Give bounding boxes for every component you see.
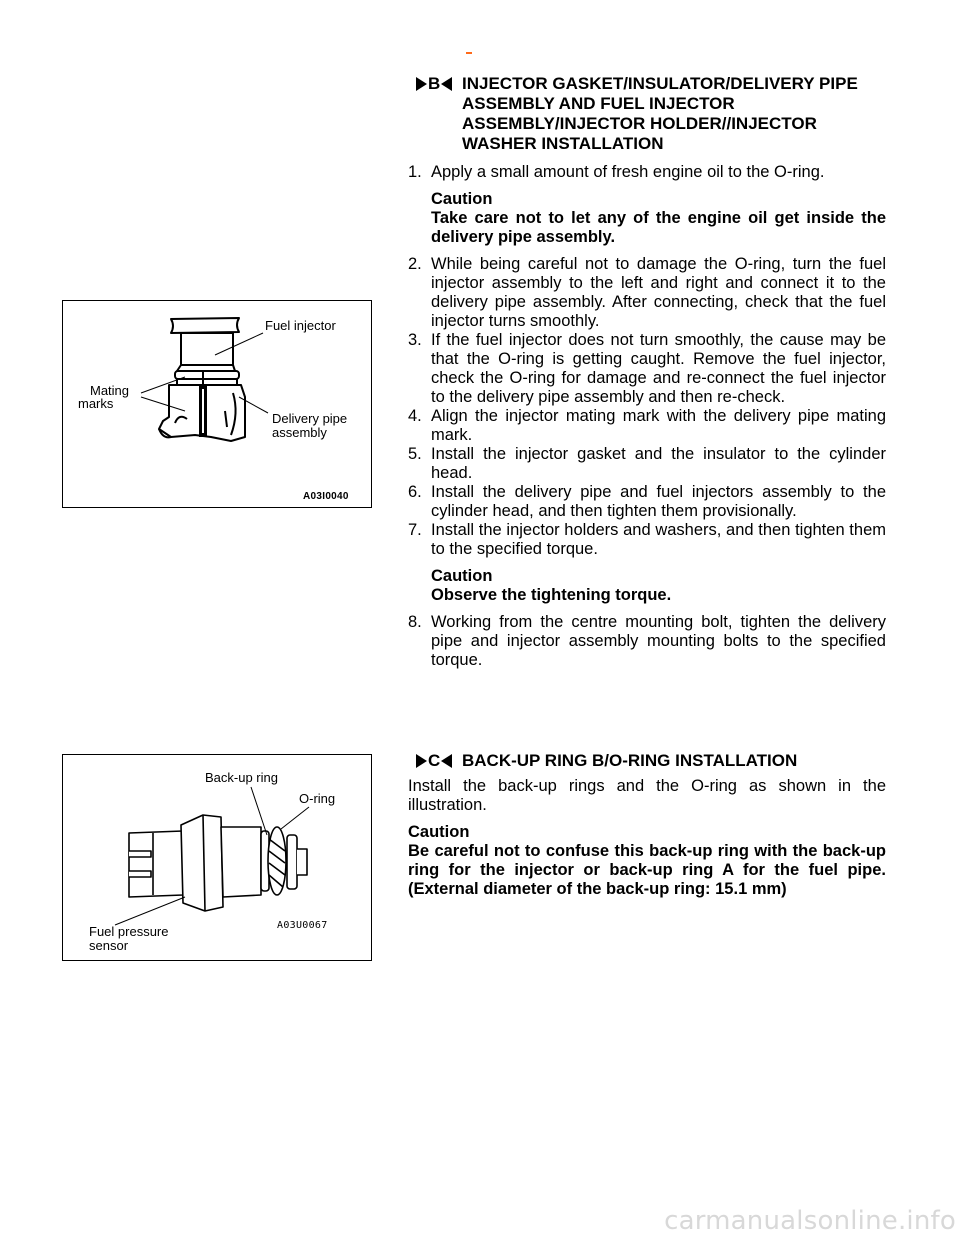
section-c-heading: C BACK-UP RING B/O-RING INSTALLATION — [408, 751, 886, 771]
step-number: 1. — [408, 163, 422, 181]
step-number: 2. — [408, 255, 422, 273]
section-c-letter: C — [428, 751, 441, 770]
step-number: 8. — [408, 613, 422, 631]
section-b-title-line: INJECTOR GASKET/INSULATOR/DELIVERY PIPE — [462, 74, 858, 93]
top-mark — [466, 52, 472, 54]
section-b-title-line: WASHER INSTALLATION — [462, 134, 664, 153]
section-c: C BACK-UP RING B/O-RING INSTALLATION Ins… — [408, 751, 886, 899]
step-text: Install the injector holders and washers… — [431, 521, 886, 558]
caution-3: Caution Be careful not to confuse this b… — [408, 823, 886, 899]
section-c-title: BACK-UP RING B/O-RING INSTALLATION — [462, 751, 798, 770]
section-b-title-line: ASSEMBLY AND FUEL INJECTOR — [462, 94, 735, 113]
triangle-right-icon — [416, 754, 427, 768]
label-fuel-pressure: Fuel pressure — [89, 924, 169, 939]
step-number: 6. — [408, 483, 422, 501]
figure-injector: Fuel injector Mating marks Delivery pipe… — [62, 300, 372, 508]
section-c-body: Install the back-up rings and the O-ring… — [408, 777, 886, 814]
figure-code: A03U0067 — [277, 920, 328, 931]
step-number: 3. — [408, 331, 422, 349]
section-b-tag: B — [416, 74, 453, 94]
section-b-title-line: ASSEMBLY/INJECTOR HOLDER//INJECTOR — [462, 114, 817, 133]
triangle-right-icon — [416, 77, 427, 91]
step-text: If the fuel injector does not turn smoot… — [431, 331, 886, 406]
injector-illustration — [140, 317, 269, 442]
label-delivery-pipe: Delivery pipe — [272, 411, 348, 426]
step-text: Align the injector mating mark with the … — [431, 407, 886, 444]
label-fuel-injector: Fuel injector — [265, 318, 336, 333]
section-b-letter: B — [428, 74, 441, 93]
section-b: B INJECTOR GASKET/INSULATOR/DELIVERY PIP… — [408, 74, 886, 670]
step-7: 7. Install the injector holders and wash… — [408, 521, 886, 559]
caution-2: Caution Observe the tightening torque. — [408, 567, 886, 605]
step-1: 1. Apply a small amount of fresh engine … — [408, 163, 886, 182]
caution-title: Caution — [408, 823, 470, 841]
caution-text: Observe the tightening torque. — [431, 586, 672, 604]
sensor-illustration — [114, 786, 310, 926]
step-text: Working from the centre mounting bolt, t… — [431, 613, 886, 669]
triangle-left-icon — [441, 754, 453, 768]
caution-title: Caution — [431, 567, 493, 585]
figure-sensor: Back-up ring O-ring Fuel pressure sensor… — [62, 754, 372, 961]
step-text: Apply a small amount of fresh engine oil… — [431, 163, 825, 181]
section-c-tag: C — [416, 751, 453, 771]
figure-code: A03I0040 — [303, 491, 349, 502]
caution-1: Caution Take care not to let any of the … — [408, 190, 886, 247]
label-sensor: sensor — [89, 938, 129, 953]
step-number: 5. — [408, 445, 422, 463]
step-6: 6. Install the delivery pipe and fuel in… — [408, 483, 886, 521]
step-text: While being careful not to damage the O-… — [431, 255, 886, 330]
step-number: 7. — [408, 521, 422, 539]
label-marks: marks — [78, 396, 114, 411]
step-4: 4. Align the injector mating mark with t… — [408, 407, 886, 445]
caution-title: Caution — [431, 190, 493, 208]
step-8: 8. Working from the centre mounting bolt… — [408, 613, 886, 670]
label-assembly: assembly — [272, 425, 327, 440]
triangle-left-icon — [441, 77, 453, 91]
step-text: Install the delivery pipe and fuel injec… — [431, 483, 886, 520]
label-backup-ring: Back-up ring — [205, 770, 278, 785]
step-number: 4. — [408, 407, 422, 425]
step-3: 3. If the fuel injector does not turn sm… — [408, 331, 886, 407]
label-mating: Mating — [90, 383, 130, 398]
caution-text: Be careful not to confuse this back-up r… — [408, 842, 886, 898]
watermark: carmanualsonline.info — [664, 1206, 956, 1236]
step-5: 5. Install the injector gasket and the i… — [408, 445, 886, 483]
section-b-heading: B INJECTOR GASKET/INSULATOR/DELIVERY PIP… — [408, 74, 886, 154]
label-o-ring: O-ring — [299, 791, 336, 806]
caution-text: Take care not to let any of the engine o… — [431, 209, 886, 246]
step-2: 2. While being careful not to damage the… — [408, 255, 886, 331]
step-text: Install the injector gasket and the insu… — [431, 445, 886, 482]
